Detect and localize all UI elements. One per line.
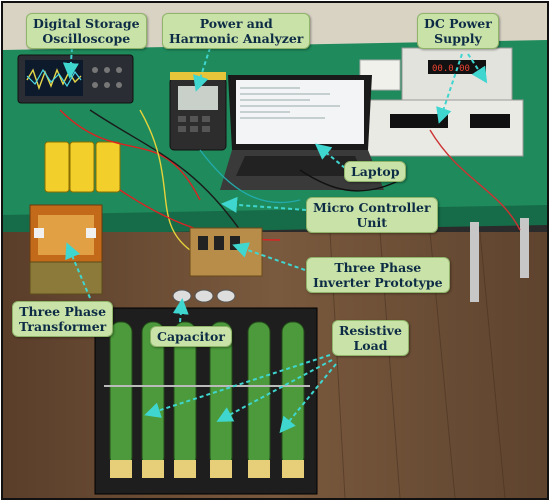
- arrow-load-3: [279, 363, 337, 434]
- label-line: Supply: [434, 31, 482, 46]
- label-line: DC Power: [424, 16, 492, 31]
- label-line: Oscilloscope: [42, 31, 131, 46]
- oscilloscope-device: [17, 54, 134, 104]
- label-line: Micro Controller: [313, 200, 431, 215]
- label-line: Three Phase: [334, 260, 422, 275]
- label-mcu: Micro Controller Unit: [306, 197, 438, 233]
- arrow-load-1: [144, 354, 331, 418]
- laptop-device: [220, 75, 384, 190]
- callout-arrows: [62, 47, 488, 434]
- label-line: Three Phase: [19, 304, 107, 319]
- svg-text:00.0 00: 00.0 00: [432, 64, 470, 74]
- arrow-load-2: [216, 359, 333, 422]
- transformer-device: [29, 204, 103, 295]
- label-oscilloscope: Digital Storage Oscilloscope: [26, 13, 147, 49]
- bench-leg: [470, 222, 479, 302]
- label-line: Harmonic Analyzer: [169, 31, 304, 46]
- arrow-transformer: [65, 242, 91, 299]
- arrow-dc-supply-1: [467, 53, 488, 84]
- arrow-oscilloscope: [62, 47, 79, 79]
- arrow-dc-supply-2: [436, 53, 463, 124]
- power-analyzer-device: [169, 72, 227, 151]
- label-inverter: Three Phase Inverter Prototype: [306, 257, 450, 293]
- label-laptop: Laptop: [344, 161, 407, 182]
- label-dc-supply: DC Power Supply: [417, 13, 499, 49]
- capacitors: [172, 289, 236, 303]
- arrow-power-analyzer: [193, 47, 211, 92]
- arrow-laptop: [314, 143, 346, 169]
- label-line: Resistive: [339, 323, 402, 338]
- arrow-inverter: [232, 242, 306, 271]
- label-line: Digital Storage: [33, 16, 140, 31]
- label-power-analyzer: Power and Harmonic Analyzer: [162, 13, 311, 49]
- label-line: Power and: [199, 16, 273, 31]
- current-probes: [44, 141, 121, 193]
- bench-leg: [520, 218, 529, 278]
- resistors: [104, 321, 310, 478]
- label-line: Load: [353, 338, 388, 353]
- label-resistive-load: Resistive Load: [332, 320, 409, 356]
- label-line: Laptop: [351, 164, 400, 179]
- label-line: Capacitor: [157, 329, 225, 344]
- label-transformer: Three Phase Transformer: [12, 301, 114, 337]
- label-capacitor: Capacitor: [150, 326, 232, 347]
- arrow-capacitor: [172, 298, 189, 323]
- label-line: Inverter Prototype: [313, 275, 443, 290]
- label-line: Unit: [356, 215, 388, 230]
- dc-power-supply-device: 00.0 00: [359, 47, 524, 157]
- label-line: Transformer: [19, 319, 107, 334]
